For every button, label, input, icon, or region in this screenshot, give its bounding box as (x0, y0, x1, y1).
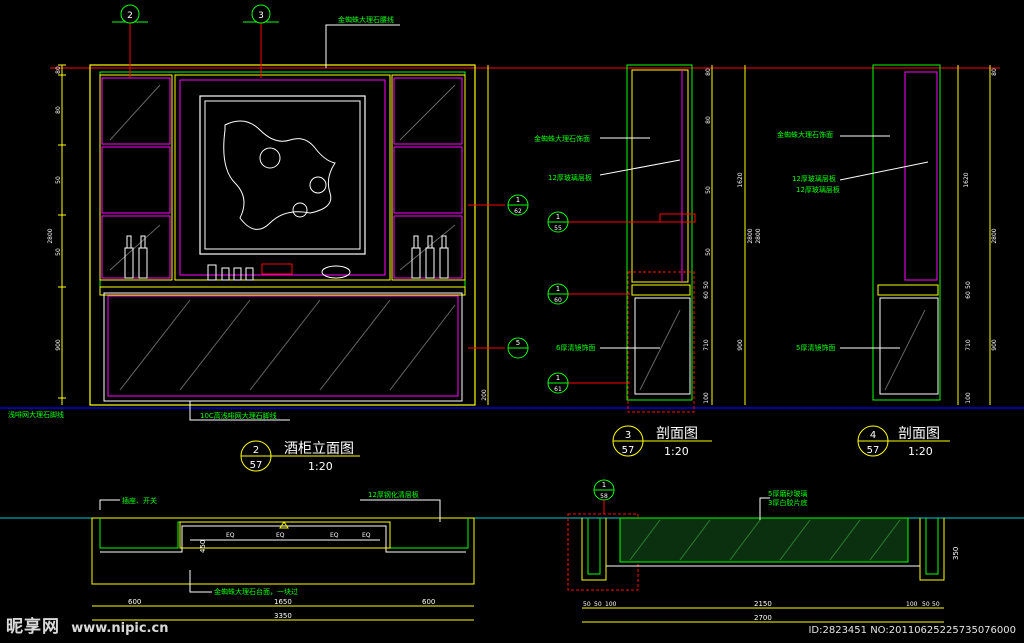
elevation-title-sub: 57 (250, 460, 263, 471)
plan-eq-2: EQ (276, 532, 285, 539)
section4-dim-1: 1620 (963, 172, 970, 187)
plan2-dim-50-b: 50 (594, 601, 602, 608)
plan-dim-depth: 450 (199, 540, 207, 553)
elev-dim-left-5: 900 (55, 339, 62, 351)
section4-title: 剖面图 (898, 426, 940, 442)
plan-note-switch: 插座、开关 (122, 496, 157, 505)
section3-dim-6: 50 (703, 281, 710, 289)
callout-1-55-num: 1 (556, 213, 560, 221)
section3-note-mirror: 6厚清镜饰面 (556, 343, 595, 352)
watermark: 昵享网 www.nipic.cn (6, 612, 168, 637)
plan-dim-1650: 1650 (274, 598, 292, 606)
plan-view-right: 1 58 5厚磨砂玻璃 3厚白胶片底 350 50 50 100 2150 10… (567, 479, 960, 623)
elev-dim-left-total: 2800 (47, 228, 54, 243)
plan-eq-1: EQ (226, 532, 235, 539)
plan2-dim-50-c: 50 (922, 601, 930, 608)
section-3-view: 金蜘蛛大理石饰面 12厚玻璃层板 6厚清镜饰面 1 55 1 60 1 61 3… (534, 64, 746, 458)
plan2-dim-2150: 2150 (754, 600, 772, 608)
section4-num: 4 (870, 430, 876, 441)
plan2-dim-100-a: 100 (605, 601, 617, 608)
callout-5-num: 5 (516, 339, 520, 347)
section4-sub: 57 (867, 445, 880, 456)
elevation-top-note: 金蜘蛛大理石腰线 (338, 15, 394, 24)
section3-dim-1: 80 (705, 116, 712, 124)
callout-2-number: 2 (127, 11, 133, 21)
watermark-url: www.nipic.cn (71, 621, 169, 636)
section3-dim-5: 2800 (747, 228, 754, 243)
callout-1-58-sub: 58 (600, 493, 608, 500)
plan2-dim-100-b: 100 (906, 601, 918, 608)
elevation-title-num: 2 (253, 445, 259, 456)
plan-dim-3350: 3350 (274, 612, 292, 620)
plan-view-left: EQ EQ EQ EQ 插座、开关 12厚钢化清层板 金蜘蛛大理石台面，一块过 … (0, 490, 1024, 621)
plan2-dim-2700: 2700 (754, 614, 772, 622)
section4-note-mirror: 5厚清镜饰面 (796, 343, 835, 352)
plan2-dim-50-a: 50 (583, 601, 591, 608)
section-4-view: 金蜘蛛大理石饰面 12厚玻璃层板 12厚玻璃层板 5厚清镜饰面 4 57 剖面图… (777, 64, 991, 458)
callout-1-60-num: 1 (556, 285, 560, 293)
section3-note-glass: 12厚玻璃层板 (548, 173, 592, 182)
elevation-scale: 1:20 (308, 460, 333, 473)
section3-dim-0: 80 (705, 68, 712, 76)
plan2-note-film: 3厚白胶片底 (768, 498, 807, 507)
callout-1-61-sub: 61 (554, 386, 562, 393)
section4-note-glass-2: 12厚玻璃层板 (796, 185, 840, 194)
section3-title: 剖面图 (656, 426, 698, 442)
section4-dim-3: 50 (965, 281, 972, 289)
plan-dim-600-right: 600 (422, 598, 435, 606)
plan-eq-4: EQ (362, 532, 371, 539)
elevation-left-note: 浅啡网大理石脚线 (8, 410, 64, 419)
callout-3-number: 3 (258, 11, 264, 21)
watermark-logo: 昵享网 (6, 617, 60, 637)
callout-1-62-sub: 62 (514, 208, 522, 215)
section3-scale: 1:20 (664, 445, 689, 458)
section4-note-marble: 金蜘蛛大理石饰面 (777, 130, 833, 139)
section3-dim-10: 100 (703, 392, 710, 404)
elevation-view: 2 3 金蜘蛛大理石腰线 1 62 5 浅啡网大理石脚线 10C高浅啡网大理石脚… (0, 4, 1024, 473)
section3-dim-2: 50 (705, 186, 712, 194)
plan2-dim-350: 350 (952, 547, 960, 560)
section4-dim-7: 100 (965, 392, 972, 404)
section3-note-marble: 金蜘蛛大理石饰面 (534, 134, 590, 143)
elev-dim-left-1: 80 (55, 106, 62, 114)
plan-note-countertop: 金蜘蛛大理石台面，一块过 (214, 587, 298, 596)
section3-dim-4: 1620 (737, 172, 744, 187)
section4-dim-6: 900 (991, 339, 998, 351)
callout-1-55-sub: 55 (554, 225, 562, 232)
section4-dim-5: 710 (965, 339, 972, 351)
elevation-bottom-note: 10C高浅啡网大理石脚线 (200, 411, 277, 420)
plan2-note-frosted-glass: 5厚磨砂玻璃 (768, 489, 807, 498)
section4-dim-0: 80 (991, 68, 998, 76)
section4-dim-2: 2800 (991, 228, 998, 243)
callout-1-62-num: 1 (516, 196, 520, 204)
section4-note-glass-1: 12厚玻璃层板 (792, 174, 836, 183)
elev-dim-left-6: 200 (481, 389, 488, 401)
section3-dim-7: 60 (703, 291, 710, 299)
section3-dim-9: 900 (737, 339, 744, 351)
plan2-dim-50-d: 50 (932, 601, 940, 608)
callout-1-58-num: 1 (602, 481, 606, 489)
detail-callout-2-57[interactable] (120, 4, 140, 24)
elev-dim-left-3: 50 (55, 248, 62, 256)
plan-eq-3: EQ (330, 532, 339, 539)
elev-dim-left-2: 50 (55, 176, 62, 184)
section3-dim-3: 50 (705, 248, 712, 256)
elev-dim-left-0: 80 (55, 66, 62, 74)
section3-num: 3 (625, 430, 631, 441)
watermark-id: ID:2823451 NO:20110625225735076000 (808, 625, 1016, 636)
section4-dim-4: 60 (965, 291, 972, 299)
section4-scale: 1:20 (908, 445, 933, 458)
callout-1-61-num: 1 (556, 374, 560, 382)
plan-dim-600-left: 600 (128, 598, 141, 606)
elevation-title: 酒柜立面图 (284, 441, 354, 457)
callout-1-60-sub: 60 (554, 297, 562, 304)
section3-dim-8: 710 (703, 339, 710, 351)
section4-left-dim-2800: 2800 (755, 228, 762, 243)
section3-sub: 57 (622, 445, 635, 456)
plan-note-shelf: 12厚钢化清层板 (368, 490, 419, 499)
detail-callout-3-57[interactable] (251, 4, 271, 24)
